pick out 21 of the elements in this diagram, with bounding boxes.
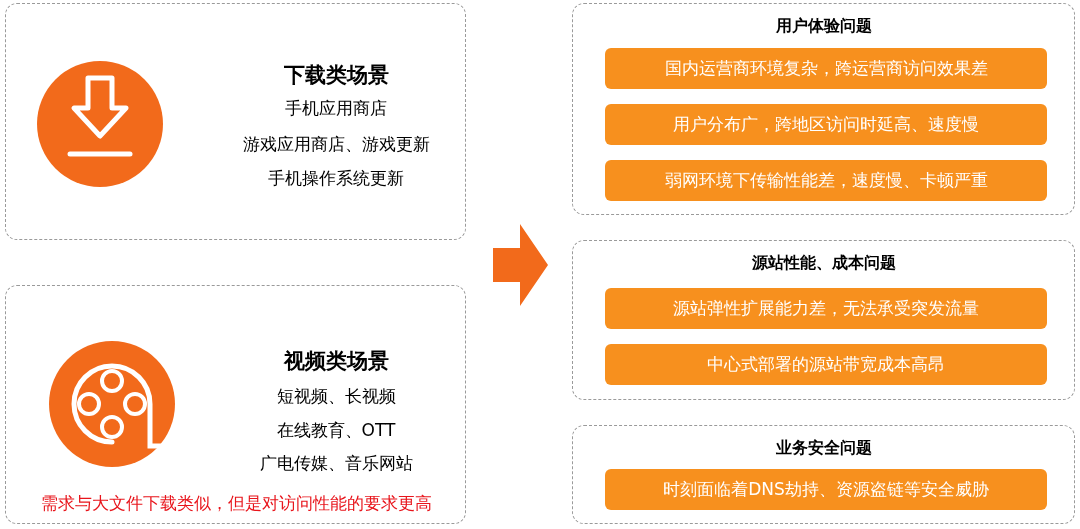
card-heading: 视频类场景 bbox=[283, 348, 389, 375]
problem-bar: 弱网环境下传输性能差，速度慢、卡顿严重 bbox=[605, 160, 1047, 201]
problem-bar: 源站弹性扩展能力差，无法承受突发流量 bbox=[605, 288, 1047, 329]
panel-heading: 源站性能、成本问题 bbox=[752, 253, 896, 274]
problem-bar: 时刻面临着DNS劫持、资源盗链等安全威胁 bbox=[605, 469, 1047, 510]
panel-heading: 用户体验问题 bbox=[776, 16, 872, 37]
problem-panel bbox=[572, 3, 1075, 215]
panel-heading: 业务安全问题 bbox=[776, 438, 872, 459]
scenario-item: 短视频、长视频 bbox=[276, 385, 396, 408]
scenario-item: 广电传媒、音乐网站 bbox=[259, 452, 413, 475]
problem-panel bbox=[572, 425, 1075, 524]
note-text: 需求与大文件下载类似，但是对访问性能的要求更高 bbox=[40, 492, 432, 515]
problem-bar: 用户分布广，跨地区访问时延高、速度慢 bbox=[605, 104, 1047, 145]
scenario-item: 在线教育、OTT bbox=[276, 419, 396, 442]
scenario-item: 手机应用商店 bbox=[285, 97, 387, 120]
problem-bar: 中心式部署的源站带宽成本高昂 bbox=[605, 344, 1047, 385]
scenario-item: 手机操作系统更新 bbox=[268, 167, 404, 190]
card-heading: 下载类场景 bbox=[283, 62, 389, 89]
problem-panel bbox=[572, 240, 1075, 400]
problem-bar: 国内运营商环境复杂，跨运营商访问效果差 bbox=[605, 48, 1047, 89]
scenario-item: 游戏应用商店、游戏更新 bbox=[242, 133, 430, 156]
